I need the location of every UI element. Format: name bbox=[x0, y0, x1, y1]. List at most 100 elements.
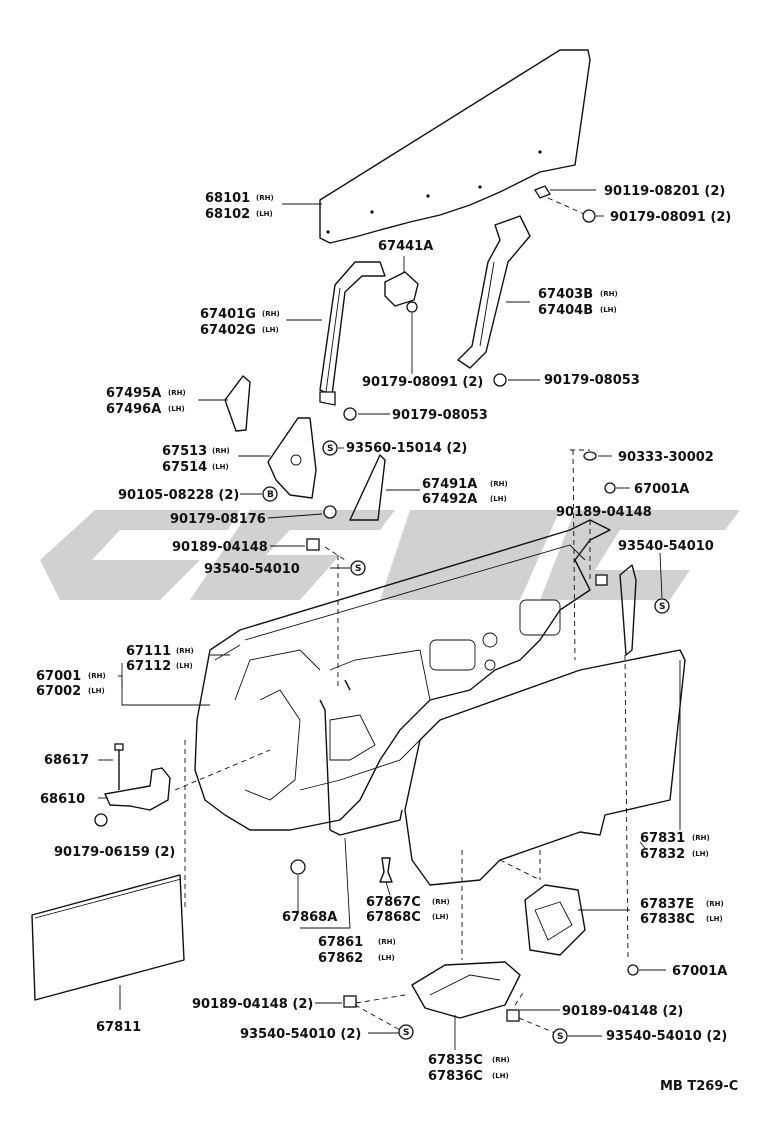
dash-line bbox=[355, 994, 406, 1004]
label-nut-lower: 90179-08053 bbox=[392, 408, 488, 423]
label-weather-lh: 67862 bbox=[318, 951, 363, 966]
nut-lower bbox=[343, 407, 357, 421]
side-tag: (RH) bbox=[88, 672, 106, 680]
armrest bbox=[411, 961, 521, 1019]
door-glass bbox=[319, 49, 591, 244]
label-mirror-base-lh: 67514 bbox=[162, 460, 207, 475]
label-weather-rh: 67861 bbox=[318, 935, 363, 950]
side-tag: (LH) bbox=[432, 913, 449, 921]
label-cover-tri-lh: 67492A bbox=[422, 492, 477, 507]
label-clip: 67868A bbox=[282, 910, 337, 925]
label-bracket-front: 67441A bbox=[378, 239, 433, 254]
side-tag: (RH) bbox=[692, 834, 710, 842]
label-hinge: 68610 bbox=[40, 792, 85, 807]
label-panel-lh: 67112 bbox=[126, 659, 171, 674]
label-channel-front-rh: 67401G bbox=[200, 307, 256, 322]
label-nut-bl: 90189-04148 (2) bbox=[192, 997, 313, 1012]
label-nut-mirror: 90179-08176 bbox=[170, 512, 266, 527]
side-tag: (LH) bbox=[600, 306, 617, 314]
label-screw-s: 93560-15014 (2) bbox=[346, 441, 467, 456]
dash-line bbox=[354, 1004, 401, 1031]
side-tag: (RH) bbox=[262, 310, 280, 318]
label-door-rh: 67001 bbox=[36, 669, 81, 684]
screw-symbol: S bbox=[327, 444, 333, 454]
side-tag: (LH) bbox=[176, 662, 193, 670]
label-nut-mid: 90179-08053 bbox=[544, 373, 640, 388]
label-nut-top: 90179-08091 (2) bbox=[610, 210, 731, 225]
screw-s-right bbox=[654, 598, 670, 614]
screw-symbol: S bbox=[403, 1028, 409, 1038]
label-trim-rh: 67831 bbox=[640, 831, 685, 846]
label-trim-lh: 67832 bbox=[640, 847, 685, 862]
side-tag: (RH) bbox=[378, 938, 396, 946]
label-channel-rear-rh: 67403B bbox=[538, 287, 593, 302]
label-mirror-base-rh: 67513 bbox=[162, 444, 207, 459]
part-labels: 68101 (RH) 68102 (LH) 90119-08201 (2) 90… bbox=[36, 184, 738, 1094]
label-cover-tri-rh: 67491A bbox=[422, 477, 477, 492]
label-channel-rear-lh: 67404B bbox=[538, 303, 593, 318]
label-pocket-lh: 67838C bbox=[640, 912, 695, 927]
side-tag: (LH) bbox=[492, 1072, 509, 1080]
side-tag: (LH) bbox=[692, 850, 709, 858]
label-bolt-b: 90105-08228 (2) bbox=[118, 488, 239, 503]
label-corner-glass-rh: 67495A bbox=[106, 386, 161, 401]
dash-line bbox=[324, 546, 346, 561]
screw-symbol: S bbox=[557, 1032, 563, 1042]
screw-s-mirror bbox=[322, 440, 338, 456]
side-tag: (RH) bbox=[600, 290, 618, 298]
label-armrest-lh: 67836C bbox=[428, 1069, 483, 1084]
label-glass-rh: 68101 bbox=[205, 191, 250, 206]
nut-top bbox=[582, 209, 596, 223]
side-tag: (LH) bbox=[88, 687, 105, 695]
dash-line bbox=[174, 749, 271, 791]
dash-line bbox=[572, 449, 576, 661]
label-screw-right: 93540-54010 bbox=[618, 539, 714, 554]
label-nut-mid-2: 90179-08091 (2) bbox=[362, 375, 483, 390]
side-tag: (LH) bbox=[378, 954, 395, 962]
label-panel-rh: 67111 bbox=[126, 644, 171, 659]
bolt-b bbox=[262, 486, 278, 502]
leader-lines bbox=[98, 189, 681, 1050]
side-tag: (LH) bbox=[706, 915, 723, 923]
hinge-pin bbox=[114, 743, 124, 790]
hinge bbox=[104, 767, 171, 811]
nut-left bbox=[306, 538, 320, 551]
rear-channel bbox=[457, 215, 531, 387]
label-clip-right-top: 67001A bbox=[634, 482, 689, 497]
label-corner-glass-lh: 67496A bbox=[106, 402, 161, 417]
nut-hinge bbox=[94, 813, 108, 827]
side-tag: (RH) bbox=[432, 898, 450, 906]
dash-line bbox=[624, 654, 629, 961]
clip-bottom bbox=[627, 964, 639, 976]
screw-s-bl bbox=[398, 1024, 414, 1040]
door-trim bbox=[404, 649, 686, 886]
label-screw-bl: 93540-54010 (2) bbox=[240, 1027, 361, 1042]
label-nut-left: 90189-04148 bbox=[172, 540, 268, 555]
label-screw-left: 93540-54010 bbox=[204, 562, 300, 577]
mirror-base bbox=[267, 417, 317, 499]
screw-s-left bbox=[350, 560, 366, 576]
label-clip-b-lh: 67868C bbox=[366, 910, 421, 925]
grommet-top bbox=[583, 451, 597, 461]
label-pocket-rh: 67837E bbox=[640, 897, 694, 912]
pocket bbox=[524, 884, 586, 956]
label-pin: 68617 bbox=[44, 753, 89, 768]
clip-b bbox=[379, 857, 393, 883]
dash-line bbox=[547, 197, 585, 215]
label-nut-br: 90189-04148 (2) bbox=[562, 1004, 683, 1019]
nut-bl bbox=[343, 995, 357, 1008]
clip-68868a bbox=[290, 859, 306, 875]
side-tag: (RH) bbox=[168, 389, 186, 397]
bracket-right bbox=[619, 564, 637, 656]
screw-symbol: S bbox=[355, 564, 361, 574]
bracket-front bbox=[384, 271, 419, 313]
service-sheet bbox=[31, 874, 185, 1001]
nut-right bbox=[595, 574, 608, 586]
hardware-symbols: S B S S S S bbox=[267, 444, 665, 1042]
label-nut-hinge: 90179-06159 (2) bbox=[54, 845, 175, 860]
reference-code: MB T269-C bbox=[660, 1079, 738, 1094]
dash-line bbox=[518, 1017, 556, 1034]
label-glass-lh: 68102 bbox=[205, 207, 250, 222]
